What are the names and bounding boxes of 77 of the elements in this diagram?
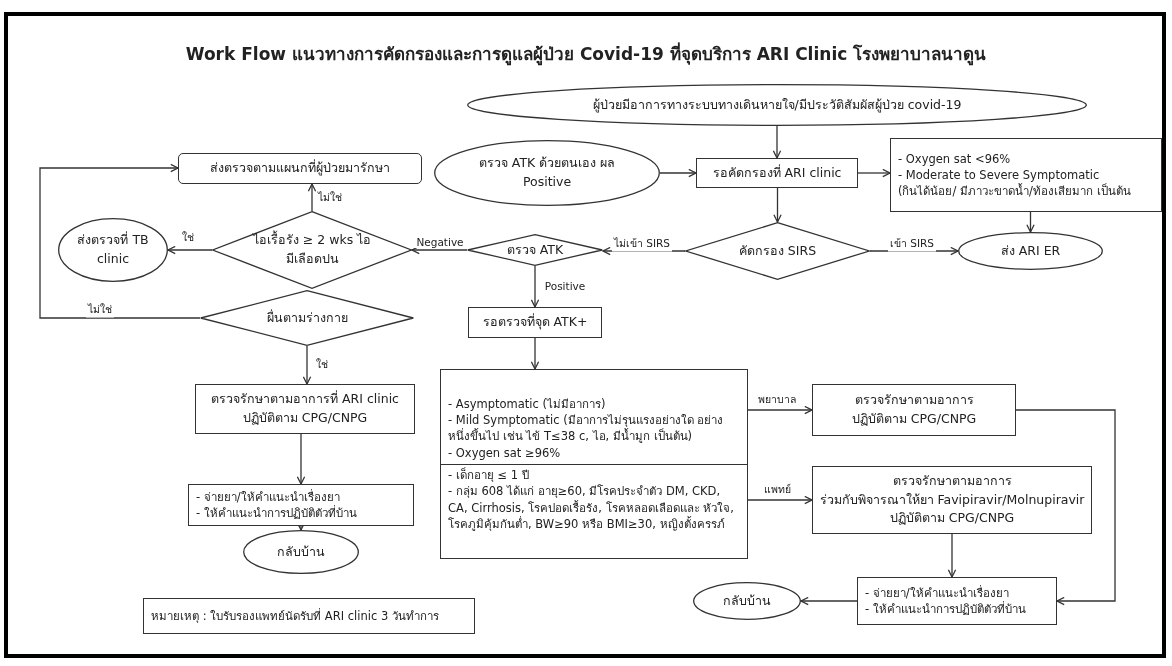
list-item: - Oxygen sat ≥96% (448, 444, 561, 461)
process-box (195, 384, 415, 434)
list-item: - Oxygen sat <96% (898, 150, 1011, 167)
list-item: - Asymptomatic (ไม่มีอาการ) (448, 395, 606, 412)
note-box (143, 598, 475, 634)
list-item: - Moderate to Severe Symptomatic (898, 166, 1100, 182)
list-item: - จ่ายยา/ให้คำแนะนำเรื่องยา (196, 488, 340, 505)
arrow (747, 405, 813, 415)
end-ellipse (243, 530, 359, 574)
arrow (530, 337, 540, 370)
arrow (747, 495, 813, 505)
list-item: - เด็กอายุ ≤ 1 ปี (441, 464, 747, 484)
decision-diamond (212, 211, 412, 289)
process-box (812, 384, 1016, 436)
edge-label: ไม่เข้า SIRS (611, 234, 673, 252)
node-text: รอคัดกรองที่ ARI clinic (712, 163, 842, 182)
node-text: กลับบ้าน (277, 542, 325, 561)
node-text: ร่วมกับพิจารณาให้ยา Favipiravir/Molnupiravir (819, 490, 1085, 509)
end-ellipse (958, 232, 1103, 270)
node-text: ไอเรื้อรัง ≥ 2 wks ไอมีเลือดปน (252, 231, 372, 268)
arrow (1015, 409, 1116, 606)
process-box (178, 153, 422, 184)
arrow (530, 265, 540, 308)
arrow (411, 245, 468, 255)
title: Work Flow แนวทางการคัดกรองและการดูแลผู้ป่วย Covid-19 ที่จุดบริการ ARI Clinic โรงพยาบาลนาดูน (184, 41, 988, 67)
node-text: ผู้ป่วยมีอาการทางระบบทางเดินหายใจ/มีประวัติสัมผัสผู้ป่วย covid-19 (592, 95, 962, 115)
edge-label: Positive (542, 280, 588, 292)
node-text: ตรวจ ATK ด้วยตนเอง ผล Positive (477, 154, 617, 191)
node-text: ตรวจรักษาตามอาการที่ ARI clinic (211, 390, 399, 409)
list-item: - จ่ายยา/ให้คำแนะนำเรื่องยา (865, 584, 1009, 601)
list-item: - ให้คำแนะนำการปฏิบัติตัวที่บ้าน (196, 505, 357, 522)
arrow (39, 163, 201, 319)
arrow (659, 168, 697, 178)
node-text: คัดกรอง SIRS (738, 241, 817, 260)
arrow (167, 245, 213, 255)
list-item: - กลุ่ม 608 ได้แก่ อายุ≥60, มีโรคประจำตัว DM, CKD, CA, Cirrhosis, โรคปอดเรื้อรัง, โรคหลอดเลือดและ หัวใจ, โรคภูมิคุ้มกันต่ำ, BW≥90 หรือ BMI≥30, หญิงตั้งครรภ์ (448, 483, 735, 533)
node-text: ตรวจรักษาตามอาการ (892, 471, 1012, 490)
start-ellipse (434, 140, 660, 206)
arrow (773, 187, 782, 223)
criteria-box (440, 369, 748, 559)
decision-diamond (200, 290, 414, 346)
node-text: ตรวจ ATK (506, 240, 564, 259)
start-ellipse (467, 84, 1087, 126)
arrow (302, 345, 312, 385)
node-text: ส่งตรวจที่ TB clinic (76, 231, 150, 268)
end-ellipse (58, 218, 168, 282)
arrow (947, 533, 957, 578)
node-text: รอตรวจที่จุด ATK+ (482, 313, 588, 332)
process-box (812, 466, 1092, 534)
list-item: - ให้คำแนะนำการปฏิบัติตัวที่บ้าน (865, 601, 1026, 618)
edge-label: ไม่ใช่ (86, 300, 114, 318)
edge-label: Negative (414, 236, 466, 248)
arrow (1026, 211, 1035, 233)
node-text: ส่ง ARI ER (1000, 241, 1061, 260)
node-text: ตรวจรักษาตามอาการ (854, 391, 974, 410)
criteria-box (890, 138, 1162, 212)
arrow (772, 125, 782, 159)
arrow (857, 168, 891, 178)
node-text: ปฏิบัติตาม CPG/CNPG (851, 410, 977, 428)
node-text: ส่งตรวจตามแผนกที่ผู้ป่วยมารักษา (210, 159, 390, 178)
process-box (696, 158, 858, 188)
list-item: หมายเหตุ : ใบรับรองแพทย์นัดรับที่ ARI clinic 3 วันทำการ (151, 607, 439, 625)
node-text: ปฏิบัติตาม CPG/CNPG (242, 409, 368, 427)
end-ellipse (693, 582, 801, 620)
decision-diamond (467, 234, 603, 266)
node-text: ปฏิบัติตาม CPG/CNPG (889, 509, 1015, 528)
process-box (468, 307, 602, 338)
node-text: ผื่นตามร่างกาย (266, 308, 348, 327)
decision-diamond (685, 222, 870, 280)
arrow (296, 433, 306, 485)
process-box (857, 577, 1057, 625)
arrow (800, 596, 858, 606)
list-item: (กินได้น้อย/ มีภาวะขาดน้ำ/ท้องเสียมาก เป็นต้น (898, 183, 1131, 200)
arrow (307, 183, 317, 212)
process-box (188, 484, 414, 526)
list-item: - Mild Symptomatic (มีอาการไม่รุนแรงอย่างใด อย่างหนึ่งขึ้นไป เช่น ไข้ T≤38 c, ไอ, มีน้ำมูก เป็นต้น) (448, 412, 725, 445)
node-text: กลับบ้าน (723, 591, 771, 610)
